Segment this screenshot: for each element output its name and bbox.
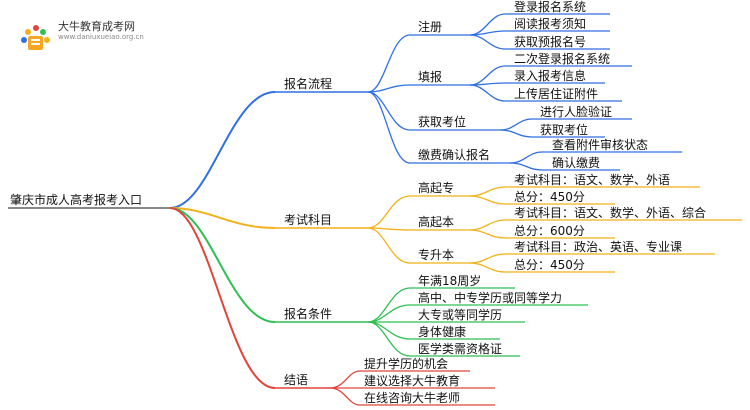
leaf-zsb-kemu: 考试科目：政治、英语、专业课	[514, 240, 683, 254]
leaf-jianyi: 建议选择大牛教育	[364, 374, 461, 388]
leaf-dazhuan: 大专或等同学历	[418, 308, 503, 322]
leaf-tisheng: 提升学历的机会	[364, 357, 449, 371]
logo-icon	[21, 25, 50, 50]
leaf-shangchuan: 上传居住证附件	[514, 87, 599, 101]
leaf-renlian: 进行人脸验证	[540, 105, 613, 119]
branch-baomingtiaojian: 报名条件	[284, 307, 333, 321]
node-jiaofeiqueren: 缴费确认报名	[418, 148, 491, 162]
branch-jieyu: 结语	[284, 373, 309, 387]
node-gaoqiben: 高起本	[418, 215, 455, 229]
leaf-shenhe: 查看附件审核状态	[552, 138, 649, 152]
root-node: 肇庆市成人高考报考入口	[10, 193, 143, 207]
leaf-gqb-zongfen: 总分：600分	[514, 224, 585, 238]
logo-url: www.daniuxueiao.org.cn	[58, 33, 144, 41]
branch-baomingliucheng: 报名流程	[284, 77, 333, 91]
leaf-yubaominghao: 获取预报名号	[514, 35, 587, 49]
leaf-zixun: 在线咨询大牛老师	[364, 391, 461, 405]
leaf-gqz-zongfen: 总分：450分	[514, 190, 585, 204]
leaf-gaozhong: 高中、中专学历或同等学力	[418, 291, 563, 305]
node-huoqukaowei: 获取考位	[418, 115, 467, 129]
leaf-queren: 确认缴费	[552, 156, 601, 170]
link-root-baomingliucheng	[169, 91, 276, 209]
leaf-gqb-kemu: 考试科目：语文、数学、外语、综合	[514, 206, 707, 220]
leaf-jiankang: 身体健康	[418, 325, 467, 339]
leaf-zsb-zongfen: 总分：450分	[514, 258, 585, 272]
leaf-gqz-kemu: 考试科目：语文、数学、外语	[514, 173, 671, 187]
node-zhuanshengben: 专升本	[418, 248, 455, 262]
leaf-denglu: 登录报名系统	[514, 0, 587, 14]
link-root-baomingtiaojian	[169, 207, 276, 323]
node-zhuce: 注册	[418, 20, 443, 34]
leaf-zigezheng: 医学类需资格证	[418, 342, 503, 356]
branch-kaoshikemu: 考试科目	[284, 213, 333, 227]
leaf-yuedu: 阅读报考须知	[514, 17, 587, 31]
link-root-kaoshikemu	[169, 207, 276, 229]
node-gaoqizhuan: 高起专	[418, 181, 455, 195]
leaf-erci: 二次登录报名系统	[514, 52, 611, 66]
node-tianbao: 填报	[418, 70, 443, 84]
link-root-jieyu	[169, 207, 276, 389]
leaf-nianman: 年满18周岁	[418, 274, 482, 288]
leaf-kaowei: 获取考位	[540, 123, 589, 137]
logo-name: 大牛教育成考网	[58, 20, 135, 33]
leaf-luru: 录入报考信息	[514, 69, 587, 83]
